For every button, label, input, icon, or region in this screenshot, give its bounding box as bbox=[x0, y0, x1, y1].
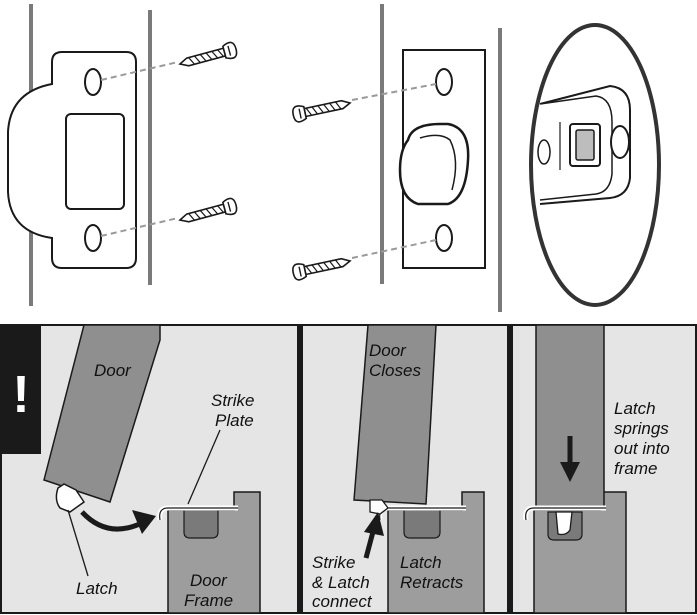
latch-mechanism-detail bbox=[529, 23, 661, 307]
label-strike-latch-2: & Latch bbox=[312, 573, 370, 592]
warning-exclamation-icon: ! bbox=[12, 366, 29, 424]
label-latch-springs-1: Latch bbox=[614, 399, 656, 418]
motion-arrow-icon bbox=[80, 510, 146, 532]
latch-faceplate-illustration bbox=[292, 4, 502, 312]
latch-bolt-bevel bbox=[419, 134, 457, 191]
label-door: Door bbox=[94, 361, 132, 380]
screw-icon bbox=[292, 257, 352, 281]
detail-oval-frame bbox=[529, 23, 661, 307]
latch-bolt-extended bbox=[555, 511, 573, 536]
strike-plate-opening bbox=[65, 113, 125, 210]
motion-arrow-head bbox=[132, 510, 156, 534]
label-strike-latch-1: Strike bbox=[312, 553, 355, 572]
down-arrow-head bbox=[560, 462, 580, 482]
label-strike-plate-1: Strike bbox=[211, 391, 254, 410]
leader-line bbox=[67, 509, 89, 577]
screw-icon bbox=[178, 41, 238, 67]
label-latch-springs-2: springs bbox=[614, 419, 669, 438]
faceplate-screw-hole-bottom bbox=[435, 224, 453, 252]
strike-plate-illustration bbox=[7, 4, 238, 306]
strike-cutout bbox=[183, 509, 219, 539]
label-door-frame-2: Frame bbox=[184, 591, 233, 610]
label-latch-retracts-2: Retracts bbox=[400, 573, 464, 592]
up-arrow-head bbox=[364, 512, 384, 536]
guide-line bbox=[351, 83, 437, 101]
latch-bolt-tilted bbox=[55, 483, 86, 513]
guide-line bbox=[351, 239, 437, 259]
strike-plate-profile-outline bbox=[525, 507, 606, 521]
label-strike-latch-3: connect bbox=[312, 592, 373, 611]
step-panel-1: Door Strike Plate Latch Door Frame bbox=[43, 324, 261, 614]
top-illustration bbox=[7, 4, 661, 312]
label-door-frame-1: Door bbox=[190, 571, 228, 590]
guide-line bbox=[100, 61, 179, 81]
label-latch-springs-4: frame bbox=[614, 459, 657, 478]
strike-cutout bbox=[403, 509, 441, 539]
leader-line bbox=[187, 429, 221, 505]
steps-strip: ! Door Strike Plate Latch Door Frame bbox=[0, 324, 697, 614]
guide-line bbox=[100, 217, 179, 237]
strike-screw-hole-top bbox=[84, 68, 102, 96]
panel-divider bbox=[507, 325, 513, 613]
step-panel-3: Latch springs out into frame bbox=[523, 324, 670, 614]
strike-plate-profile-outline bbox=[159, 507, 238, 521]
label-latch-springs-3: out into bbox=[614, 439, 670, 458]
panel-divider bbox=[297, 325, 303, 613]
latch-bolt-retracted bbox=[369, 499, 389, 515]
faceplate-screw-hole-top bbox=[435, 68, 453, 96]
label-latch-retracts-1: Latch bbox=[400, 553, 442, 572]
door-slab bbox=[353, 324, 437, 505]
label-door-closes-1: Door bbox=[369, 341, 407, 360]
strike-screw-hole-bottom bbox=[84, 224, 102, 252]
door-slab bbox=[43, 324, 161, 503]
screw-icon bbox=[178, 197, 238, 223]
screw-icon bbox=[292, 99, 352, 123]
label-latch: Latch bbox=[76, 579, 118, 598]
label-strike-plate-2: Plate bbox=[215, 411, 254, 430]
label-door-closes-2: Closes bbox=[369, 361, 421, 380]
step-panel-2: Door Closes Strike & Latch connect Latch… bbox=[312, 324, 485, 614]
warning-tab: ! bbox=[1, 326, 41, 454]
